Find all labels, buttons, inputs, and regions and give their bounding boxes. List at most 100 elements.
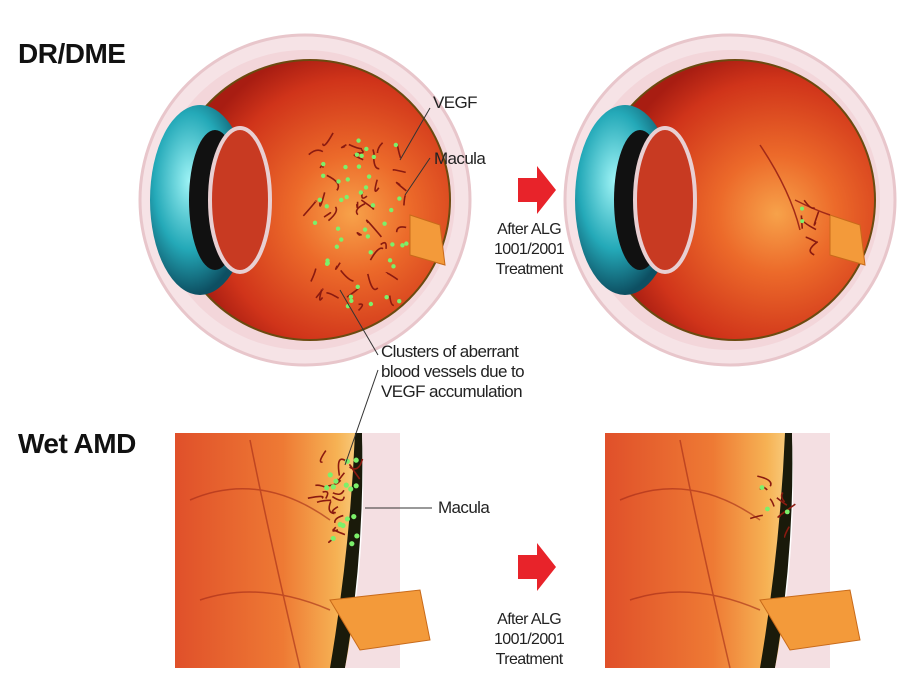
retina-panel-before <box>175 433 431 669</box>
vegf-dot <box>339 197 344 203</box>
vessel <box>380 241 387 249</box>
vessel <box>769 498 775 507</box>
after-line-2: 1001/2001 <box>494 241 565 258</box>
section-title-dr-dme: DR/DME <box>18 38 126 69</box>
vegf-dot <box>364 146 369 152</box>
vegf-dot <box>317 197 323 203</box>
vegf-dot <box>759 485 765 490</box>
vegf-dot <box>336 179 341 184</box>
vessel <box>757 475 772 487</box>
clusters-leader-line <box>339 289 379 356</box>
vegf-dot <box>404 241 409 246</box>
vegf-dot <box>800 206 805 211</box>
vessel <box>327 206 338 222</box>
section-title-wet-amd: Wet AMD <box>18 428 136 459</box>
vegf-dot <box>765 506 770 512</box>
vessel <box>326 292 340 299</box>
vessel <box>307 495 324 499</box>
arrow-icon <box>518 543 556 591</box>
macula-label: Macula <box>434 149 486 168</box>
vegf-dot <box>344 194 349 200</box>
vessel <box>780 492 786 503</box>
vegf-dot <box>325 258 330 263</box>
vegf-dot <box>335 226 341 231</box>
vessel <box>322 490 329 499</box>
vegf-dot <box>397 196 402 201</box>
vegf-dot <box>384 294 389 300</box>
vessel <box>334 514 344 524</box>
vessel <box>319 192 326 207</box>
vessel <box>357 303 364 312</box>
vegf-dot <box>321 161 326 167</box>
vessel <box>340 143 347 149</box>
vegf-dot <box>324 485 330 491</box>
vessel <box>392 169 406 174</box>
clusters-label: Clusters of aberrant blood vessels due t… <box>381 342 525 402</box>
vessel <box>318 289 324 301</box>
vessel <box>749 514 763 520</box>
vegf-dot <box>358 190 364 195</box>
vegf-dot <box>363 185 369 190</box>
after-line-2: 1001/2001 <box>494 631 565 648</box>
vegf-dot <box>366 174 372 179</box>
vessel <box>385 272 399 281</box>
after-line-1: After ALG <box>497 611 562 628</box>
vegf-dot <box>356 138 361 143</box>
vessel <box>319 450 327 463</box>
vegf-dot <box>784 509 790 515</box>
vegf-dot <box>365 234 371 239</box>
vessel <box>321 132 334 147</box>
after-line-3: Treatment <box>495 651 564 668</box>
vessel <box>334 262 341 270</box>
vegf-dot <box>330 535 336 542</box>
vegf-dot <box>343 164 348 170</box>
after-treatment-label-2: After ALG 1001/2001 Treatment <box>494 610 565 670</box>
vessel <box>809 241 819 256</box>
vessel <box>348 143 363 150</box>
vessel <box>403 194 407 206</box>
vegf-dot <box>324 204 329 209</box>
macula-label-amd: Macula <box>438 498 490 517</box>
vessel <box>776 497 788 506</box>
vessel <box>355 201 359 209</box>
after-line-1: After ALG <box>497 221 562 238</box>
vegf-dot <box>351 513 357 520</box>
vegf-dot <box>327 472 333 478</box>
vegf-dot <box>391 264 396 269</box>
vessel <box>395 181 407 192</box>
vessel <box>376 142 384 154</box>
vegf-dot <box>370 203 376 208</box>
vegf-dot <box>387 258 393 263</box>
vessel <box>349 464 361 480</box>
vegf-dot <box>368 301 374 307</box>
vegf-dot <box>393 142 399 148</box>
eye-before <box>138 33 472 367</box>
vegf-dot <box>312 220 318 226</box>
after-line-3: Treatment <box>495 261 564 278</box>
vegf-dot <box>330 484 336 490</box>
vegf-dot <box>353 483 359 489</box>
vegf-dot <box>354 152 360 157</box>
vegf-dot <box>339 237 344 242</box>
vessel <box>331 495 345 502</box>
vegf-dot <box>344 516 351 522</box>
vegf-dot <box>800 219 805 224</box>
vessel <box>316 499 332 503</box>
vegf-dot <box>362 227 368 232</box>
vessel <box>331 506 339 514</box>
vessel <box>395 226 407 233</box>
vessel <box>369 247 384 261</box>
retina-panel-after <box>605 433 861 669</box>
vessel <box>308 149 324 156</box>
vessel <box>332 526 339 532</box>
after-treatment-label-1: After ALG 1001/2001 Treatment <box>494 220 565 280</box>
vessel <box>372 149 376 155</box>
clusters-line-1: Clusters of aberrant <box>381 342 519 361</box>
vegf-dot <box>382 221 387 226</box>
vessel <box>356 232 363 237</box>
vegf-dot <box>397 298 402 304</box>
vessel <box>805 236 818 244</box>
vessel <box>388 295 395 307</box>
vegf-dot <box>400 243 405 248</box>
